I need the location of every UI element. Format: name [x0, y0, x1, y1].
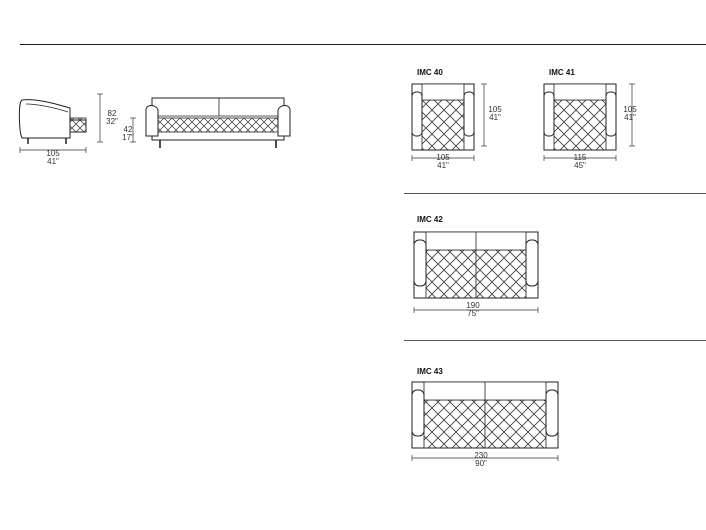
imc-42-width-cm: 190	[466, 301, 480, 310]
imc-40-depth-cm: 105	[488, 105, 502, 114]
seat-height-dimension: 42 17"	[119, 126, 137, 142]
side-depth-dimension: 105 41"	[40, 150, 66, 166]
model-code-imc-40: IMC 40	[417, 68, 443, 77]
imc-40-width-dimension: 105 41"	[430, 154, 456, 170]
imc-43-plan-drawing	[411, 381, 559, 461]
height-dimension-lines	[97, 93, 136, 143]
model-code-imc-41: IMC 41	[549, 68, 575, 77]
height-cm: 82	[107, 109, 117, 118]
imc-42-plan-drawing	[413, 231, 539, 313]
seat-height-in: 17"	[122, 133, 134, 142]
model-code-imc-43: IMC 43	[417, 367, 443, 376]
imc-40-width-in: 41"	[437, 161, 449, 170]
section-divider	[404, 340, 706, 341]
section-divider	[404, 193, 706, 194]
front-view-drawing	[145, 97, 291, 148]
side-depth-in: 41"	[47, 157, 59, 166]
imc-43-width-dimension: 230 90"	[468, 452, 494, 468]
overall-height-dimension: 82 32"	[103, 110, 121, 126]
imc-41-plan-drawing	[543, 83, 635, 161]
imc-41-width-in: 45"	[574, 161, 586, 170]
imc-40-depth-dimension: 105 41"	[486, 106, 504, 122]
imc-40-width-cm: 105	[436, 153, 450, 162]
imc-41-depth-dimension: 105 41"	[621, 106, 639, 122]
imc-42-width-in: 75"	[467, 309, 479, 318]
imc-40-depth-in: 41"	[489, 113, 501, 122]
imc-40-plan-drawing	[411, 83, 487, 161]
height-in: 32"	[106, 117, 118, 126]
imc-43-width-in: 90"	[475, 459, 487, 468]
model-code-imc-42: IMC 42	[417, 215, 443, 224]
imc-43-width-cm: 230	[474, 451, 488, 460]
imc-42-width-dimension: 190 75"	[460, 302, 486, 318]
side-view-drawing	[18, 99, 87, 153]
side-depth-cm: 105	[46, 149, 60, 158]
imc-41-width-dimension: 115 45"	[567, 154, 593, 170]
imc-41-width-cm: 115	[573, 153, 587, 162]
imc-41-depth-in: 41"	[624, 113, 636, 122]
top-rule	[20, 44, 706, 45]
imc-41-depth-cm: 105	[623, 105, 637, 114]
seat-height-cm: 42	[123, 125, 133, 134]
